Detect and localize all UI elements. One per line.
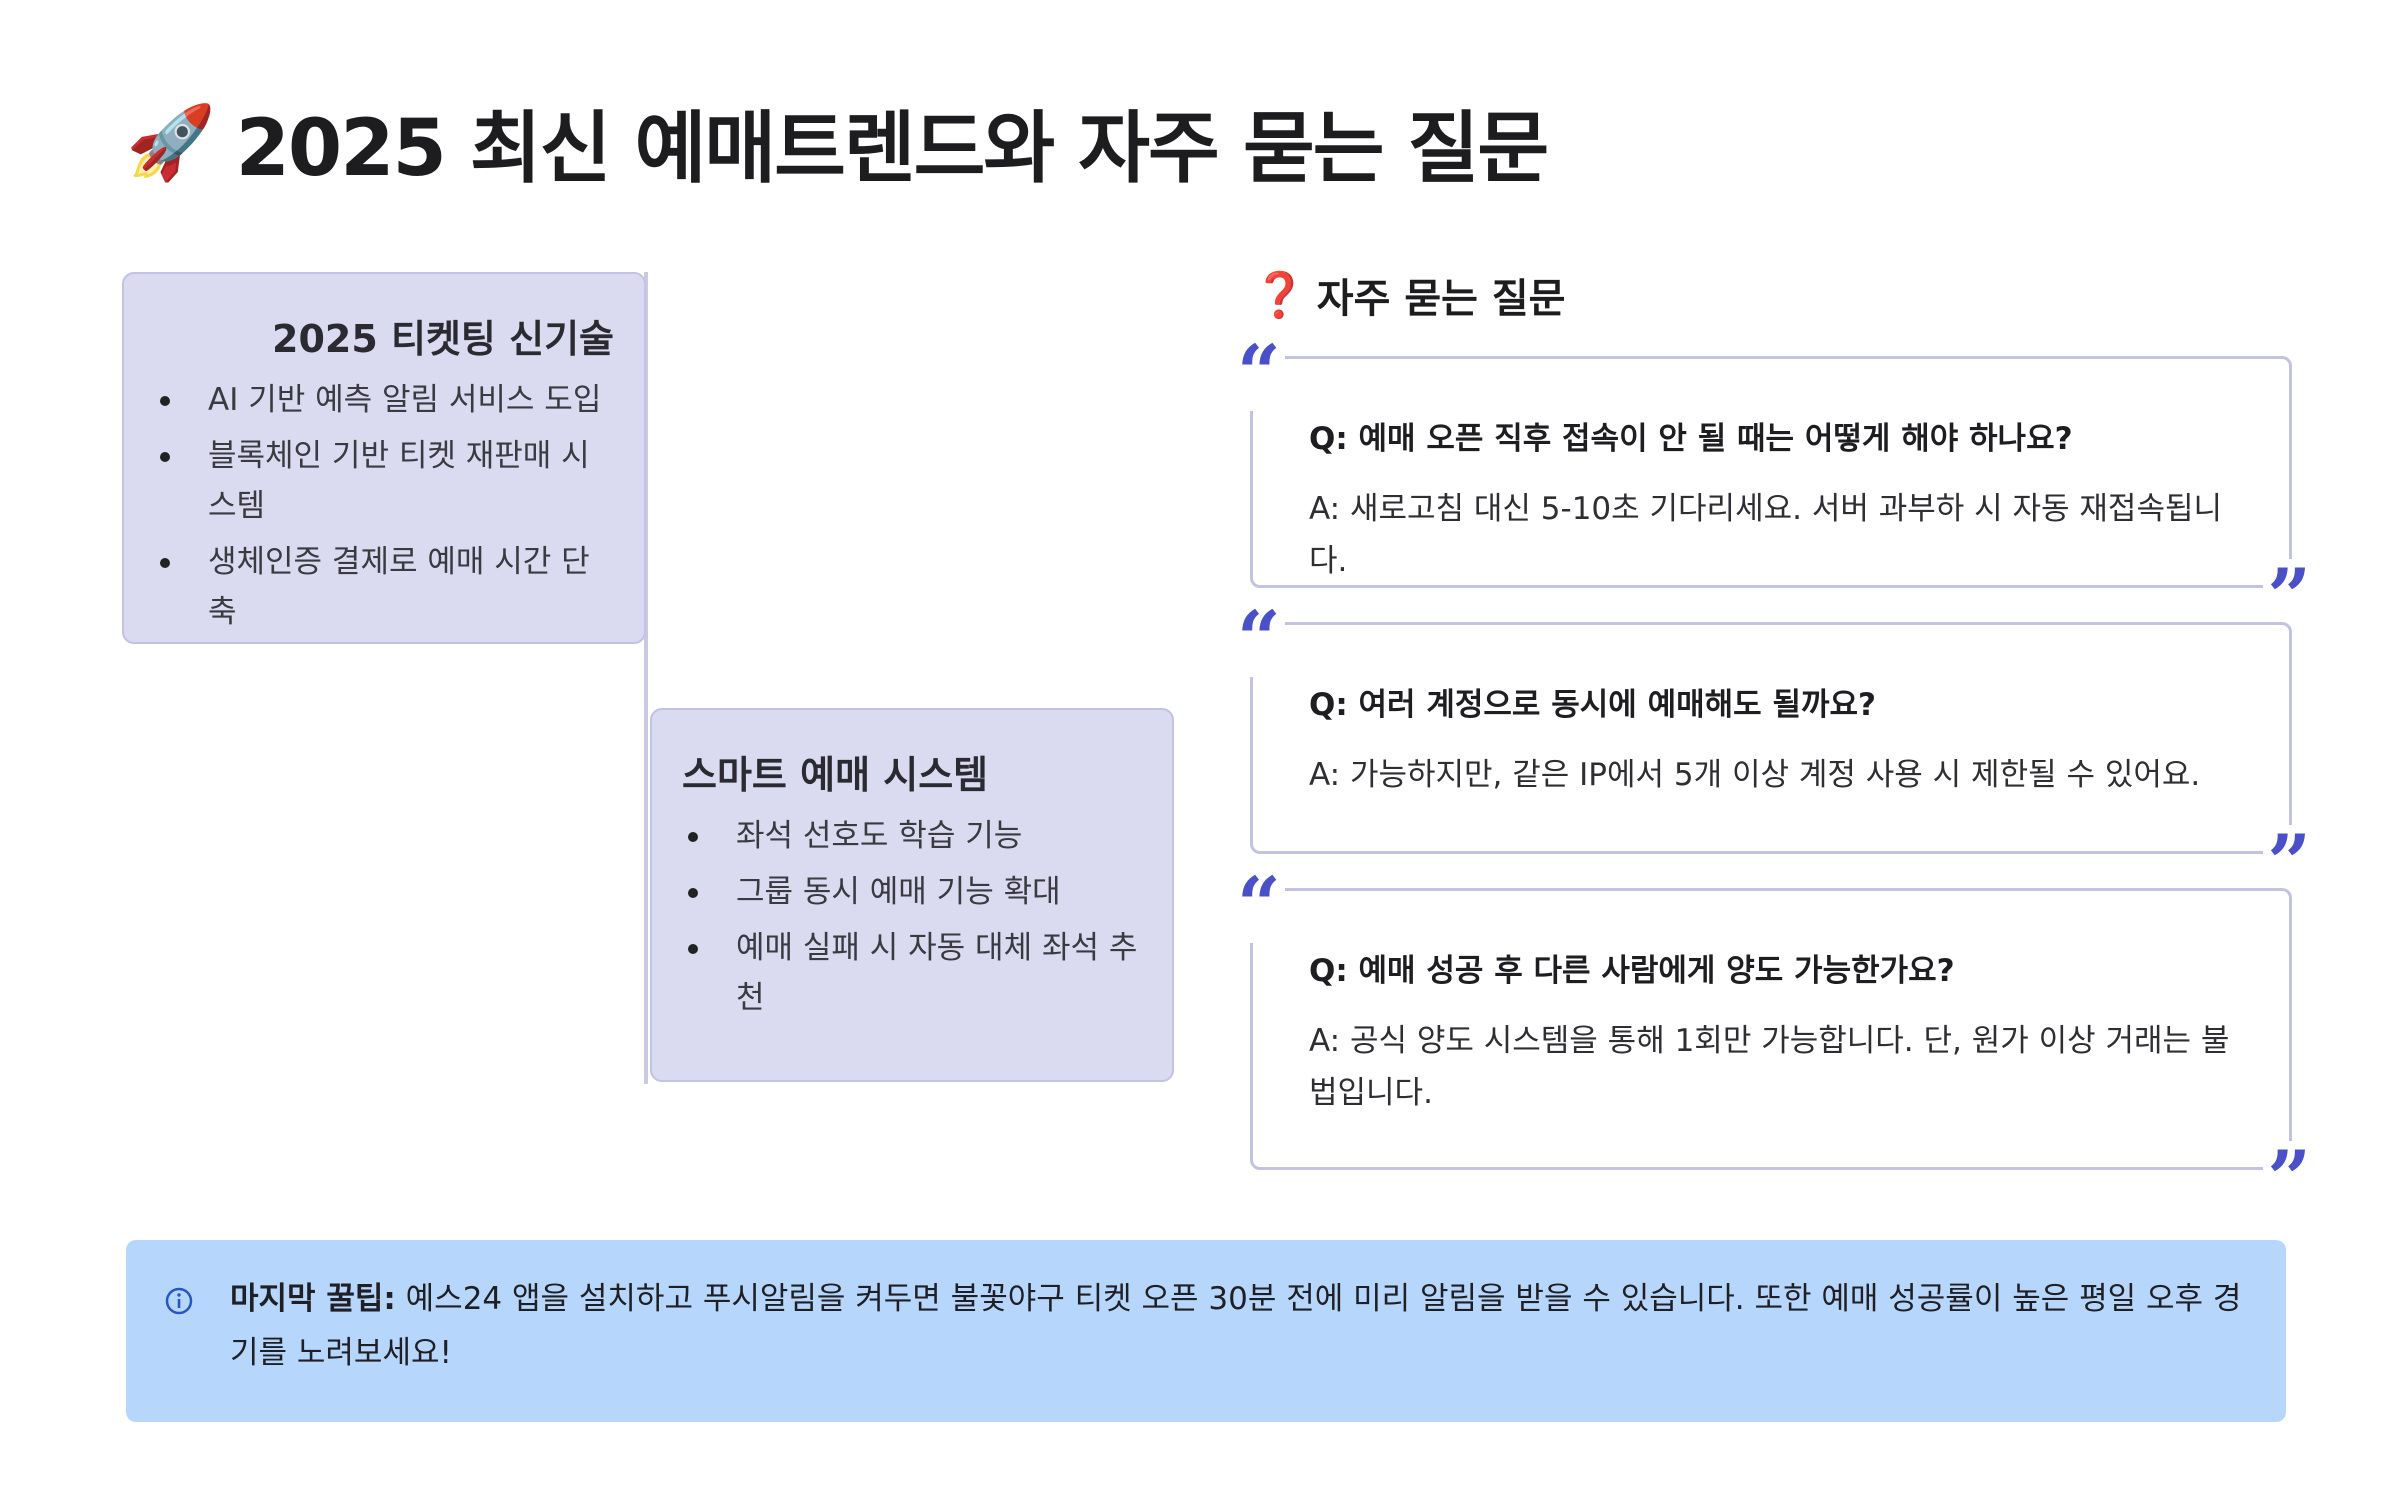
open-quote-icon: “ (1233, 601, 1285, 677)
tip-callout: 마지막 꿀팁: 예스24 앱을 설치하고 푸시알림을 켜두면 불꽃야구 티켓 오… (126, 1240, 2286, 1422)
page-title: 🚀 2025 최신 예매트렌드와 자주 묻는 질문 (126, 86, 1550, 198)
faq-answer: A: 공식 양도 시스템을 통해 1회만 가능합니다. 단, 원가 이상 거래는… (1309, 1023, 2230, 1111)
faq-question: Q: 예매 성공 후 다른 사람에게 양도 가능한가요? (1309, 953, 1955, 989)
list-item: 그룹 동시 예매 기능 확대 (682, 867, 1142, 917)
bullet-icon (688, 832, 698, 842)
faq-answer: A: 가능하지만, 같은 IP에서 5개 이상 계정 사용 시 제한될 수 있어… (1309, 757, 2201, 793)
list-item: AI 기반 예측 알림 서비스 도입 (124, 375, 614, 425)
list-item: 블록체인 기반 티켓 재판매 시스템 (124, 431, 614, 531)
timeline-card-new-tech: 2025 티켓팅 신기술 AI 기반 예측 알림 서비스 도입 블록체인 기반 … (122, 272, 646, 644)
tip-label: 마지막 꿀팁: (230, 1281, 396, 1317)
bullet-icon (160, 396, 170, 406)
faq-item: “ Q: 예매 오픈 직후 접속이 안 될 때는 어떻게 해야 하나요? A: … (1233, 335, 2315, 635)
faq-heading: ❓ 자주 묻는 질문 (1252, 266, 1565, 324)
tip-text: 마지막 꿀팁: 예스24 앱을 설치하고 푸시알림을 켜두면 불꽃야구 티켓 오… (230, 1272, 2256, 1380)
list-item: 생체인증 결제로 예매 시간 단축 (124, 537, 614, 637)
page-title-text: 2025 최신 예매트렌드와 자주 묻는 질문 (235, 104, 1550, 194)
bullet-icon (688, 888, 698, 898)
timeline-line (644, 272, 648, 1084)
open-quote-icon: “ (1233, 335, 1285, 411)
list-item: 좌석 선호도 학습 기능 (682, 811, 1142, 861)
close-quote-icon: ” (2263, 1141, 2315, 1217)
timeline-card-heading: 2025 티켓팅 신기술 (272, 317, 614, 361)
rocket-icon: 🚀 (126, 99, 216, 184)
list-item: 예매 실패 시 자동 대체 좌석 추천 (682, 923, 1142, 1023)
timeline-card-list: AI 기반 예측 알림 서비스 도입 블록체인 기반 티켓 재판매 시스템 생체… (124, 375, 614, 637)
open-quote-icon: “ (1233, 867, 1285, 943)
timeline-card-smart-system: 스마트 예매 시스템 좌석 선호도 학습 기능 그룹 동시 예매 기능 확대 예… (650, 708, 1174, 1082)
faq-item: “ Q: 여러 계정으로 동시에 예매해도 될까요? A: 가능하지만, 같은 … (1233, 601, 2315, 901)
bullet-icon (160, 452, 170, 462)
faq-heading-text: 자주 묻는 질문 (1316, 276, 1566, 322)
timeline-card-list: 좌석 선호도 학습 기능 그룹 동시 예매 기능 확대 예매 실패 시 자동 대… (682, 811, 1142, 1023)
question-mark-icon: ❓ (1252, 270, 1307, 321)
bullet-icon (688, 944, 698, 954)
faq-answer: A: 새로고침 대신 5-10초 기다리세요. 서버 과부하 시 자동 재접속됩… (1309, 491, 2222, 579)
close-quote-icon: ” (2263, 825, 2315, 901)
faq-question: Q: 예매 오픈 직후 접속이 안 될 때는 어떻게 해야 하나요? (1309, 421, 2073, 457)
faq-item: “ Q: 예매 성공 후 다른 사람에게 양도 가능한가요? A: 공식 양도 … (1233, 867, 2315, 1217)
info-icon (165, 1287, 193, 1315)
faq-question: Q: 여러 계정으로 동시에 예매해도 될까요? (1309, 687, 1877, 723)
tip-body: 예스24 앱을 설치하고 푸시알림을 켜두면 불꽃야구 티켓 오픈 30분 전에… (230, 1281, 2242, 1371)
timeline-card-heading: 스마트 예매 시스템 (682, 753, 989, 797)
bullet-icon (160, 558, 170, 568)
